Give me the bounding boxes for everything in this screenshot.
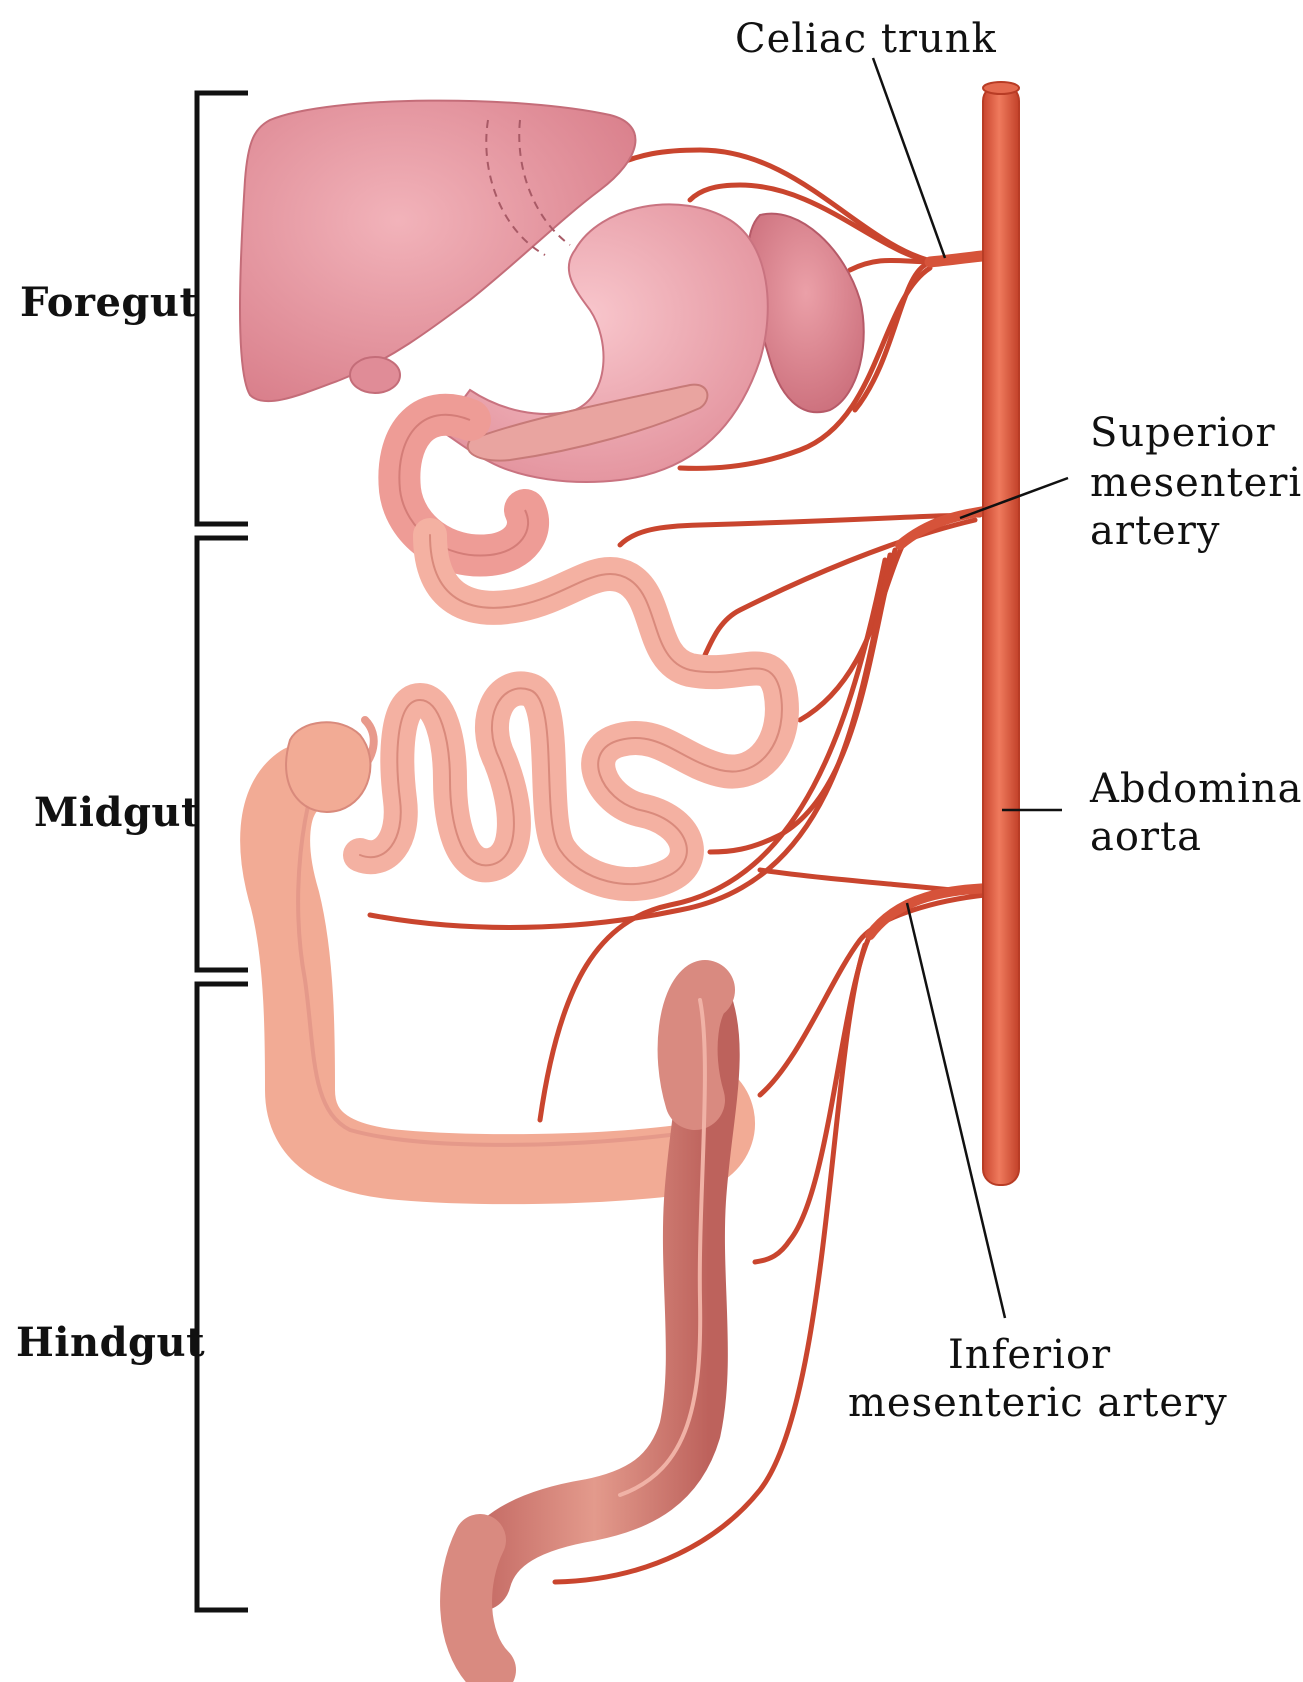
ima-label-line1: Inferior xyxy=(948,1332,1111,1378)
aorta-label-line1: Abdominal xyxy=(1090,766,1303,812)
celiac-leader xyxy=(873,58,945,258)
midgut-bracket xyxy=(197,538,248,970)
cecum xyxy=(286,722,370,812)
small-intestine xyxy=(355,535,782,884)
ima-label-line2: mesenteric artery xyxy=(848,1380,1228,1426)
sma-label-line2: mesenteric xyxy=(1090,460,1303,506)
midgut-label: Midgut xyxy=(34,790,200,836)
celiac-trunk-label: Celiac trunk xyxy=(735,16,997,62)
arterial-trunks xyxy=(870,255,990,935)
hindgut-label: Hindgut xyxy=(16,1320,205,1366)
gallbladder xyxy=(350,357,400,393)
foregut-label: Foregut xyxy=(20,280,198,326)
celiac-trunk-vessel xyxy=(930,255,990,262)
hindgut-organs xyxy=(466,990,709,1670)
sma-label-line1: Superior xyxy=(1090,410,1276,456)
hindgut-bracket xyxy=(197,984,248,1610)
sma-label-line3: artery xyxy=(1090,508,1220,554)
ima-branch-sigmoid-2 xyxy=(755,935,870,1262)
abdominal-aorta xyxy=(983,82,1019,1185)
sma-branch-jejunal-1 xyxy=(705,520,975,655)
aorta-label-line2: aorta xyxy=(1090,814,1202,860)
rectum xyxy=(466,1540,490,1670)
foregut-organs xyxy=(240,101,864,556)
